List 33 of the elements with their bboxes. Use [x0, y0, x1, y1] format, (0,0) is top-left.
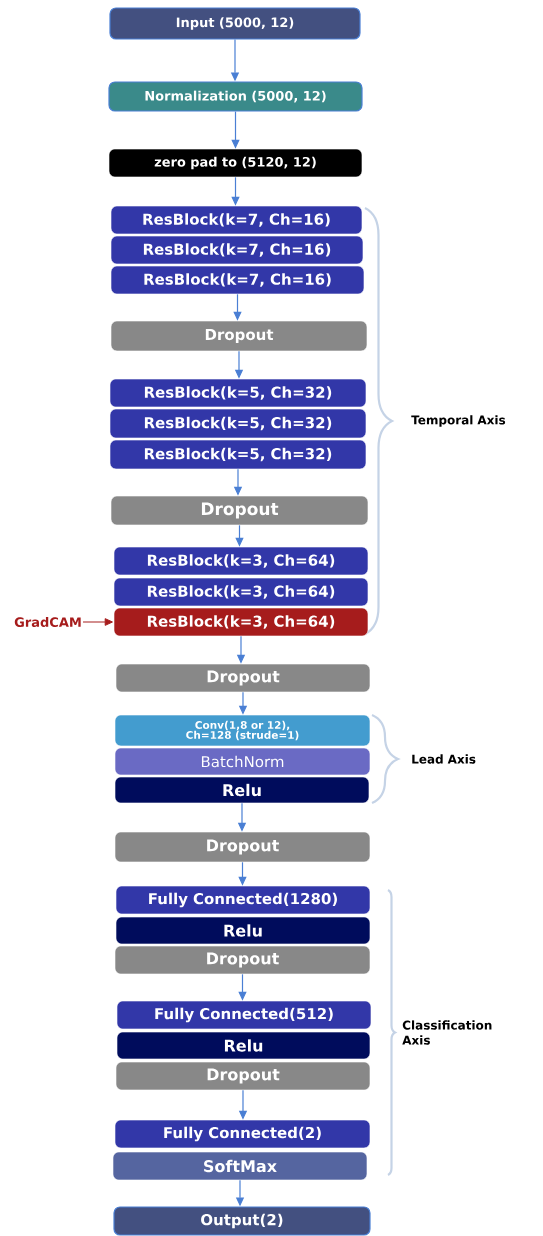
- layer-box: ResBlock(k=7, Ch=16): [110, 205, 363, 235]
- layer-box: Relu: [115, 916, 371, 945]
- layer-box: Dropout: [115, 1061, 371, 1091]
- process-box: zero pad to (5120, 12): [108, 148, 363, 178]
- layer-box: SoftMax: [112, 1151, 368, 1181]
- layer-box: Fully Connected(512): [116, 1000, 372, 1030]
- layer-box: Dropout: [110, 495, 369, 526]
- layer-box: ResBlock(k=3, Ch=64): [113, 607, 369, 637]
- axis-label: Lead Axis: [412, 754, 476, 764]
- arrow: [82, 618, 113, 626]
- layer-box: Conv(1,8 or 12), Ch=128 (strude=1): [114, 714, 371, 747]
- annotation-text: GradCAM: [14, 616, 81, 628]
- layer-box: Dropout: [110, 320, 368, 352]
- layer-box: Dropout: [115, 663, 371, 693]
- axis-label: Classification Axis: [402, 1020, 492, 1045]
- io-box: Input (5000, 12): [109, 7, 361, 40]
- layer-box: ResBlock(k=3, Ch=64): [113, 577, 369, 607]
- layer-box: ResBlock(k=5, Ch=32): [109, 408, 367, 439]
- layer-box: BatchNorm: [114, 747, 371, 776]
- layer-box: Dropout: [114, 945, 371, 975]
- axis-label: Temporal Axis: [411, 415, 506, 427]
- process-box: Normalization (5000, 12): [108, 81, 363, 112]
- layer-box: ResBlock(k=7, Ch=16): [110, 265, 365, 295]
- layer-box: ResBlock(k=5, Ch=32): [109, 378, 367, 408]
- layer-box: ResBlock(k=5, Ch=32): [109, 439, 367, 470]
- layer-box: ResBlock(k=3, Ch=64): [113, 546, 369, 576]
- layer-box: Fully Connected(1280): [115, 885, 371, 915]
- layer-box: Dropout: [114, 831, 371, 863]
- layer-box: ResBlock(k=7, Ch=16): [110, 235, 364, 265]
- layer-box: Relu: [114, 776, 370, 804]
- layer-box: Fully Connected(2): [114, 1119, 371, 1149]
- io-box: Output(2): [113, 1206, 371, 1236]
- layer-box: Relu: [116, 1031, 371, 1060]
